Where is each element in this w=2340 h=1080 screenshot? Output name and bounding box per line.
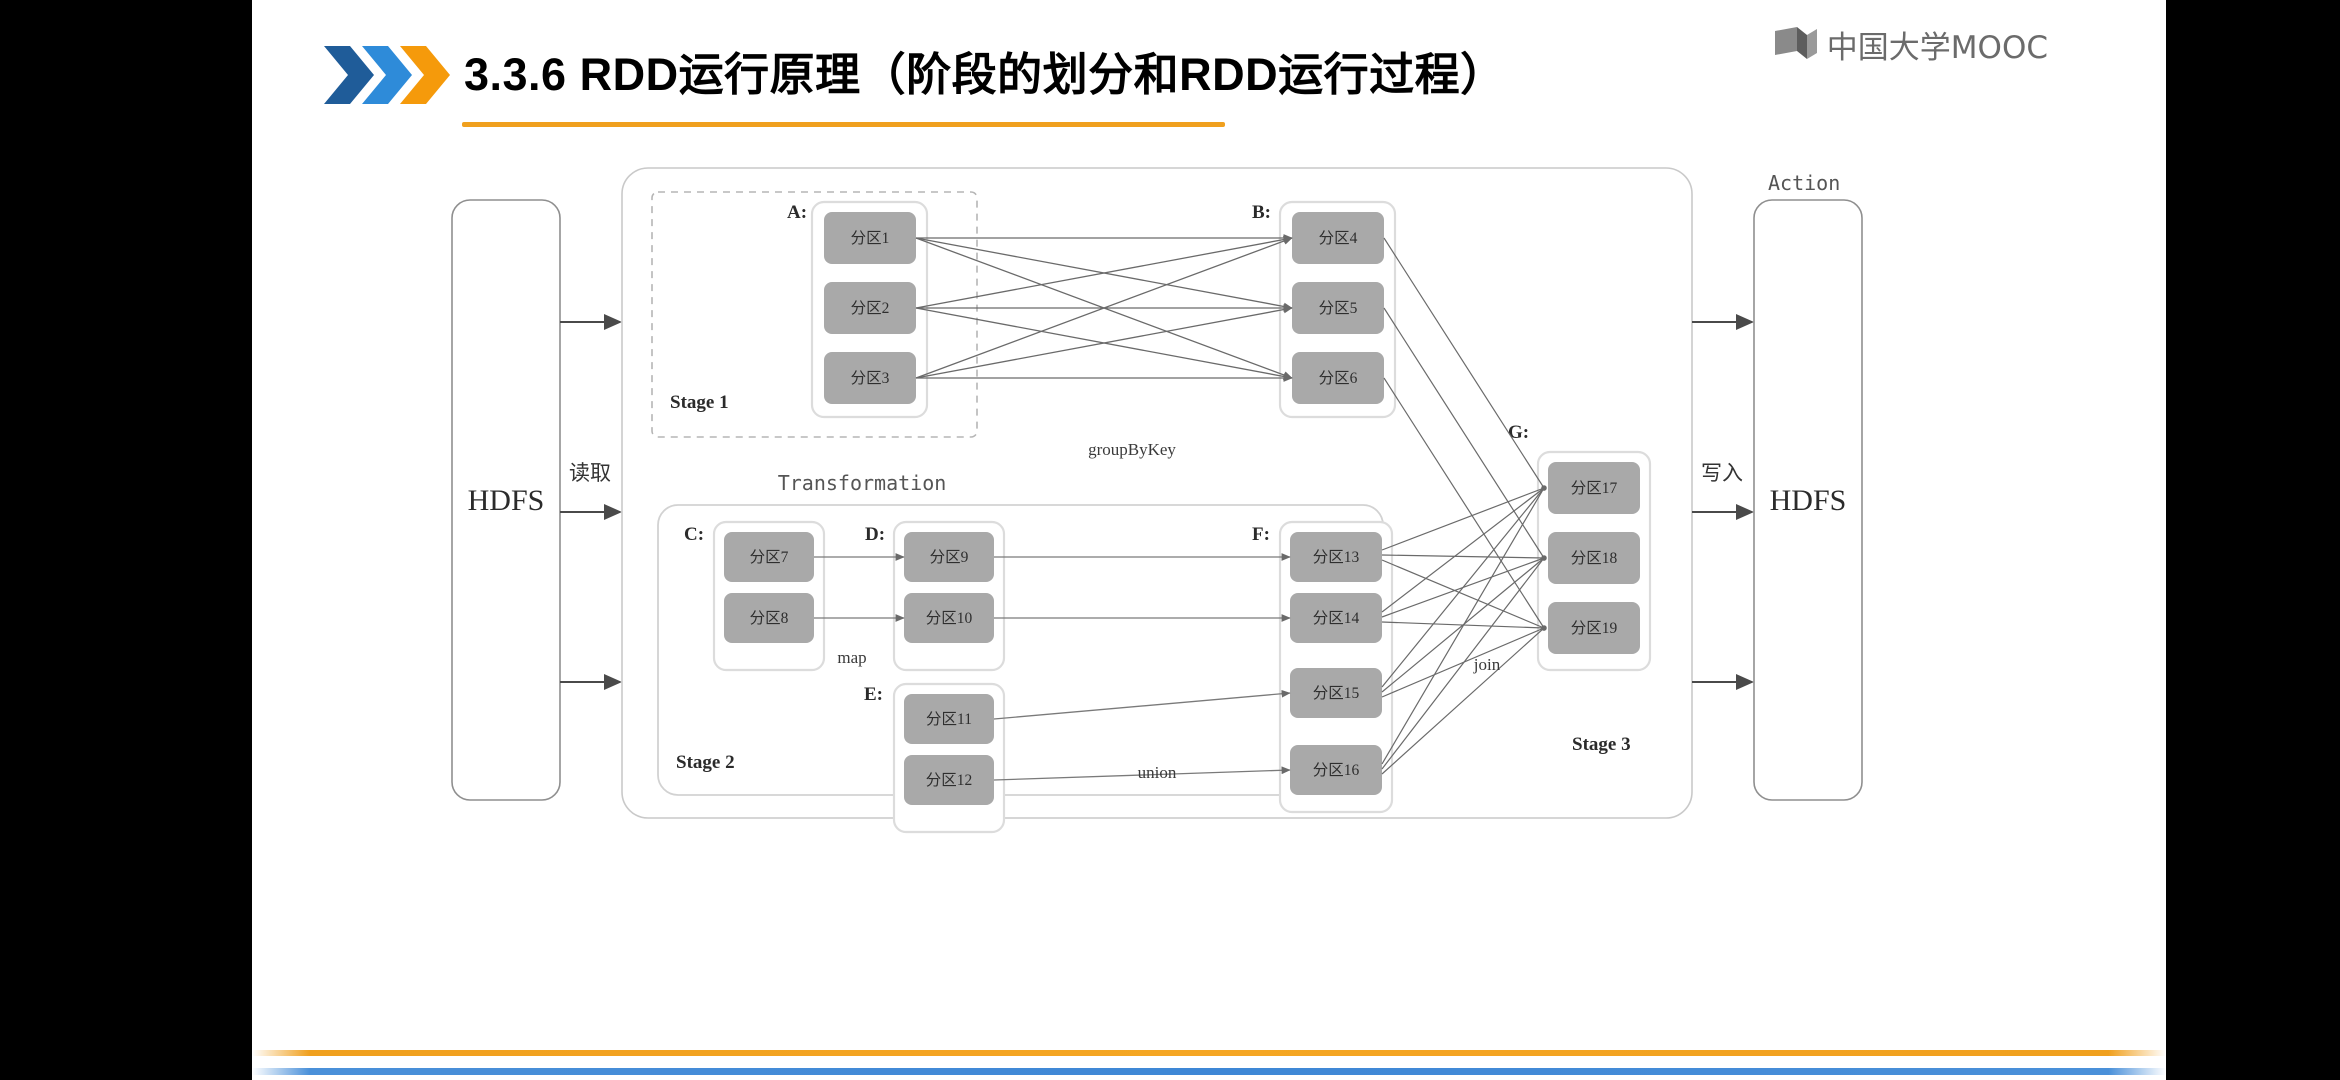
partition-box: 分区1 bbox=[824, 212, 916, 264]
partition-label: 分区4 bbox=[1319, 229, 1358, 247]
partition-box: 分区19 bbox=[1548, 602, 1640, 654]
groupbykey-label: groupByKey bbox=[1088, 440, 1176, 459]
read-arrows bbox=[560, 314, 622, 690]
partition-box: 分区10 bbox=[904, 593, 994, 643]
stage1-container: Stage 1 bbox=[651, 191, 978, 438]
partition-box: 分区9 bbox=[904, 532, 994, 582]
map-edges bbox=[814, 553, 905, 622]
rdd-execution-diagram: HDFS 读取 Stage 3 Stage 1 A: bbox=[252, 150, 2166, 950]
partition-box: 分区18 bbox=[1548, 532, 1640, 584]
rdd-group-C: C: 分区7 分区8 bbox=[684, 520, 826, 672]
title-underline bbox=[462, 122, 1225, 127]
partition-box: 分区14 bbox=[1290, 593, 1382, 643]
join-edges bbox=[1381, 237, 1547, 775]
letterbox-left bbox=[0, 0, 252, 1080]
mooc-brand-text: 中国大学MOOC bbox=[1826, 30, 2048, 66]
partition-label: 分区18 bbox=[1571, 549, 1618, 567]
partition-box: 分区16 bbox=[1290, 745, 1382, 795]
union-edges bbox=[993, 553, 1291, 781]
partition-label: 分区17 bbox=[1571, 479, 1618, 497]
rdd-group-A: A: 分区1 分区2 分区3 bbox=[787, 200, 929, 419]
partition-box: 分区17 bbox=[1548, 462, 1640, 514]
page-title: 3.3.6 RDD运行原理（阶段的划分和RDD运行过程） bbox=[464, 49, 1506, 100]
stage3-container: Stage 3 bbox=[621, 167, 1693, 819]
mooc-logo: 中国大学MOOC bbox=[1773, 22, 2048, 67]
partition-box: 分区6 bbox=[1292, 352, 1384, 404]
groupbykey-shuffle-edges bbox=[915, 234, 1293, 382]
chevron-triple-icon bbox=[322, 44, 452, 106]
map-label: map bbox=[837, 648, 866, 667]
slide-canvas: 3.3.6 RDD运行原理（阶段的划分和RDD运行过程） 中国大学MOOC bbox=[252, 0, 2166, 1080]
partition-box: 分区13 bbox=[1290, 532, 1382, 582]
partition-label: 分区12 bbox=[926, 771, 973, 789]
partition-label: 分区1 bbox=[851, 229, 890, 247]
partition-label: 分区7 bbox=[750, 548, 789, 566]
transformation-label: Transformation bbox=[778, 471, 947, 495]
rdd-group-D: D: 分区9 分区10 bbox=[865, 520, 1006, 672]
partition-label: 分区9 bbox=[930, 548, 969, 566]
rdd-C-label: C: bbox=[684, 524, 704, 545]
write-arrows bbox=[1692, 314, 1754, 690]
join-label: join bbox=[1473, 655, 1501, 674]
partition-box: 分区3 bbox=[824, 352, 916, 404]
hdfs-sink-box: Action HDFS bbox=[1753, 171, 1863, 801]
stage1-label: Stage 1 bbox=[670, 392, 729, 413]
rdd-A-label: A: bbox=[787, 202, 807, 223]
hdfs-sink-label: HDFS bbox=[1770, 484, 1847, 517]
partition-label: 分区13 bbox=[1313, 548, 1360, 566]
rdd-D-label: D: bbox=[865, 524, 885, 545]
rdd-B-label: B: bbox=[1252, 202, 1271, 223]
partition-label: 分区19 bbox=[1571, 619, 1618, 637]
partition-label: 分区14 bbox=[1313, 609, 1360, 627]
footer-rule-blue bbox=[252, 1068, 2166, 1075]
action-label: Action bbox=[1768, 171, 1840, 195]
rdd-group-B: B: 分区4 分区5 分区6 bbox=[1252, 200, 1397, 419]
partition-box: 分区5 bbox=[1292, 282, 1384, 334]
partition-box: 分区11 bbox=[904, 694, 994, 744]
hdfs-source-box: HDFS bbox=[451, 199, 561, 801]
partition-label: 分区15 bbox=[1313, 684, 1360, 702]
partition-label: 分区11 bbox=[926, 710, 972, 728]
partition-label: 分区8 bbox=[750, 609, 789, 627]
hdfs-source-label: HDFS bbox=[468, 484, 545, 517]
letterbox-right bbox=[2166, 0, 2340, 1080]
partition-box: 分区12 bbox=[904, 755, 994, 805]
footer-rule-orange bbox=[252, 1050, 2166, 1056]
rdd-group-E: E: 分区11 分区12 bbox=[864, 682, 1006, 834]
partition-label: 分区5 bbox=[1319, 299, 1358, 317]
write-label: 写入 bbox=[1701, 461, 1743, 485]
rdd-group-G: G: 分区17 分区18 分区19 bbox=[1508, 422, 1652, 672]
rdd-G-label: G: bbox=[1508, 422, 1529, 443]
partition-label: 分区16 bbox=[1313, 761, 1360, 779]
partition-box: 分区4 bbox=[1292, 212, 1384, 264]
partition-box: 分区8 bbox=[724, 593, 814, 643]
slide-header: 3.3.6 RDD运行原理（阶段的划分和RDD运行过程） 中国大学MOOC bbox=[252, 0, 2166, 150]
partition-box: 分区7 bbox=[724, 532, 814, 582]
partition-box: 分区15 bbox=[1290, 668, 1382, 718]
rdd-group-F: F: 分区13 分区14 分区15 分区16 bbox=[1252, 520, 1394, 814]
partition-label: 分区3 bbox=[851, 369, 890, 387]
rdd-F-label: F: bbox=[1252, 524, 1270, 545]
union-label: union bbox=[1138, 763, 1177, 782]
partition-box: 分区2 bbox=[824, 282, 916, 334]
book-icon bbox=[1773, 25, 1819, 64]
partition-label: 分区2 bbox=[851, 299, 890, 317]
read-label: 读取 bbox=[569, 461, 611, 485]
partition-label: 分区6 bbox=[1319, 369, 1358, 387]
stage3-label: Stage 3 bbox=[1572, 734, 1631, 755]
partition-label: 分区10 bbox=[926, 609, 973, 627]
rdd-E-label: E: bbox=[864, 684, 883, 705]
stage2-label: Stage 2 bbox=[676, 752, 735, 773]
